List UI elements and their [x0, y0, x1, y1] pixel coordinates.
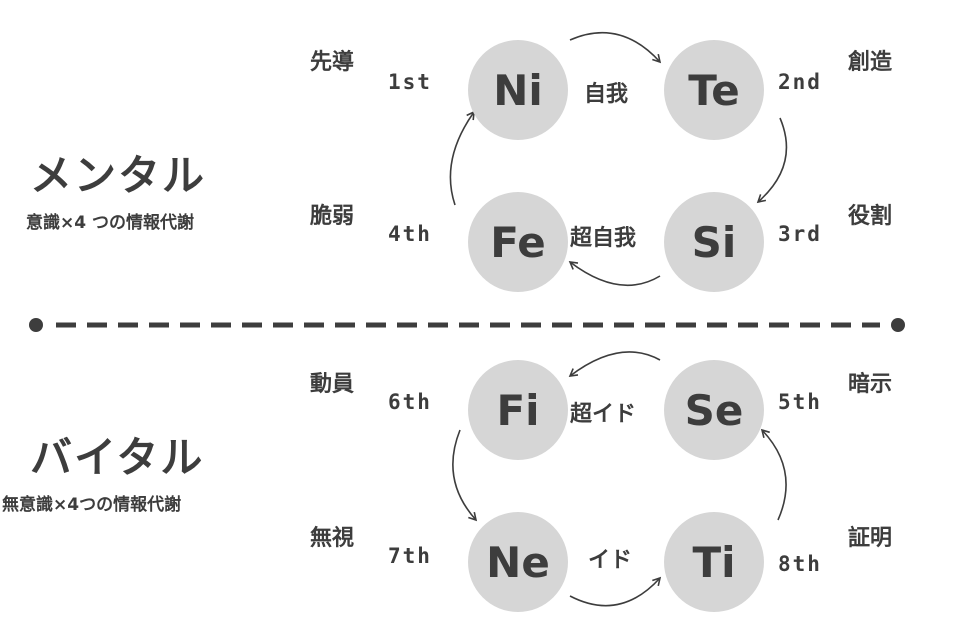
- function-code: Si: [691, 217, 737, 267]
- role-label-fi: 動員: [310, 372, 355, 397]
- function-circle-fe: Fe: [468, 192, 568, 292]
- role-label-te: 創造: [848, 50, 893, 75]
- function-circle-si: Si: [664, 192, 764, 292]
- mental-title: メンタル: [30, 151, 207, 200]
- order-label-fe: 4th: [388, 222, 432, 246]
- link-label-ego: 自我: [584, 82, 629, 107]
- function-circle-se: Se: [664, 360, 764, 460]
- order-label-te: 2nd: [778, 70, 822, 94]
- arrow-ti-se: [760, 428, 787, 521]
- arrow-te-si: [756, 117, 788, 204]
- function-circle-ti: Ti: [664, 512, 764, 612]
- role-label-fe: 脆弱: [310, 204, 355, 229]
- function-code: Se: [684, 385, 744, 435]
- order-label-se: 5th: [778, 390, 822, 414]
- link-label-id: イド: [588, 548, 633, 573]
- order-label-si: 3rd: [778, 222, 822, 246]
- mental-subtitle: 意識×4 つの情報代謝: [26, 213, 194, 233]
- link-label-super-id: 超イド: [570, 402, 637, 427]
- link-label-superego: 超自我: [570, 226, 637, 251]
- function-code: Ni: [493, 65, 543, 115]
- arrow-ni-te: [569, 31, 662, 64]
- function-circle-ne: Ne: [468, 512, 568, 612]
- order-label-ni: 1st: [388, 70, 432, 94]
- role-label-se: 暗示: [848, 372, 893, 397]
- order-label-ti: 8th: [778, 552, 822, 576]
- arrow-se-fi: [568, 351, 661, 377]
- function-circle-ni: Ni: [468, 40, 568, 140]
- vital-title: バイタル: [30, 433, 205, 482]
- function-circle-fi: Fi: [468, 360, 568, 460]
- arrow-fi-ne: [452, 429, 478, 522]
- vital-subtitle: 無意識×4つの情報代謝: [2, 495, 182, 515]
- function-code: Ti: [692, 537, 736, 587]
- arrow-si-fe: [568, 261, 661, 287]
- arrow-ne-ti: [569, 576, 662, 607]
- function-code: Fe: [490, 217, 546, 267]
- role-label-si: 役割: [848, 204, 893, 229]
- order-label-fi: 6th: [388, 390, 432, 414]
- arrow-fe-ni: [449, 110, 475, 206]
- role-label-ne: 無視: [310, 526, 355, 551]
- function-code: Te: [688, 65, 740, 115]
- role-label-ni: 先導: [310, 50, 355, 75]
- role-label-ti: 証明: [848, 526, 893, 551]
- function-circle-te: Te: [664, 40, 764, 140]
- order-label-ne: 7th: [388, 544, 432, 568]
- function-code: Ne: [486, 537, 550, 587]
- function-code: Fi: [496, 385, 540, 435]
- section-divider: [29, 318, 905, 332]
